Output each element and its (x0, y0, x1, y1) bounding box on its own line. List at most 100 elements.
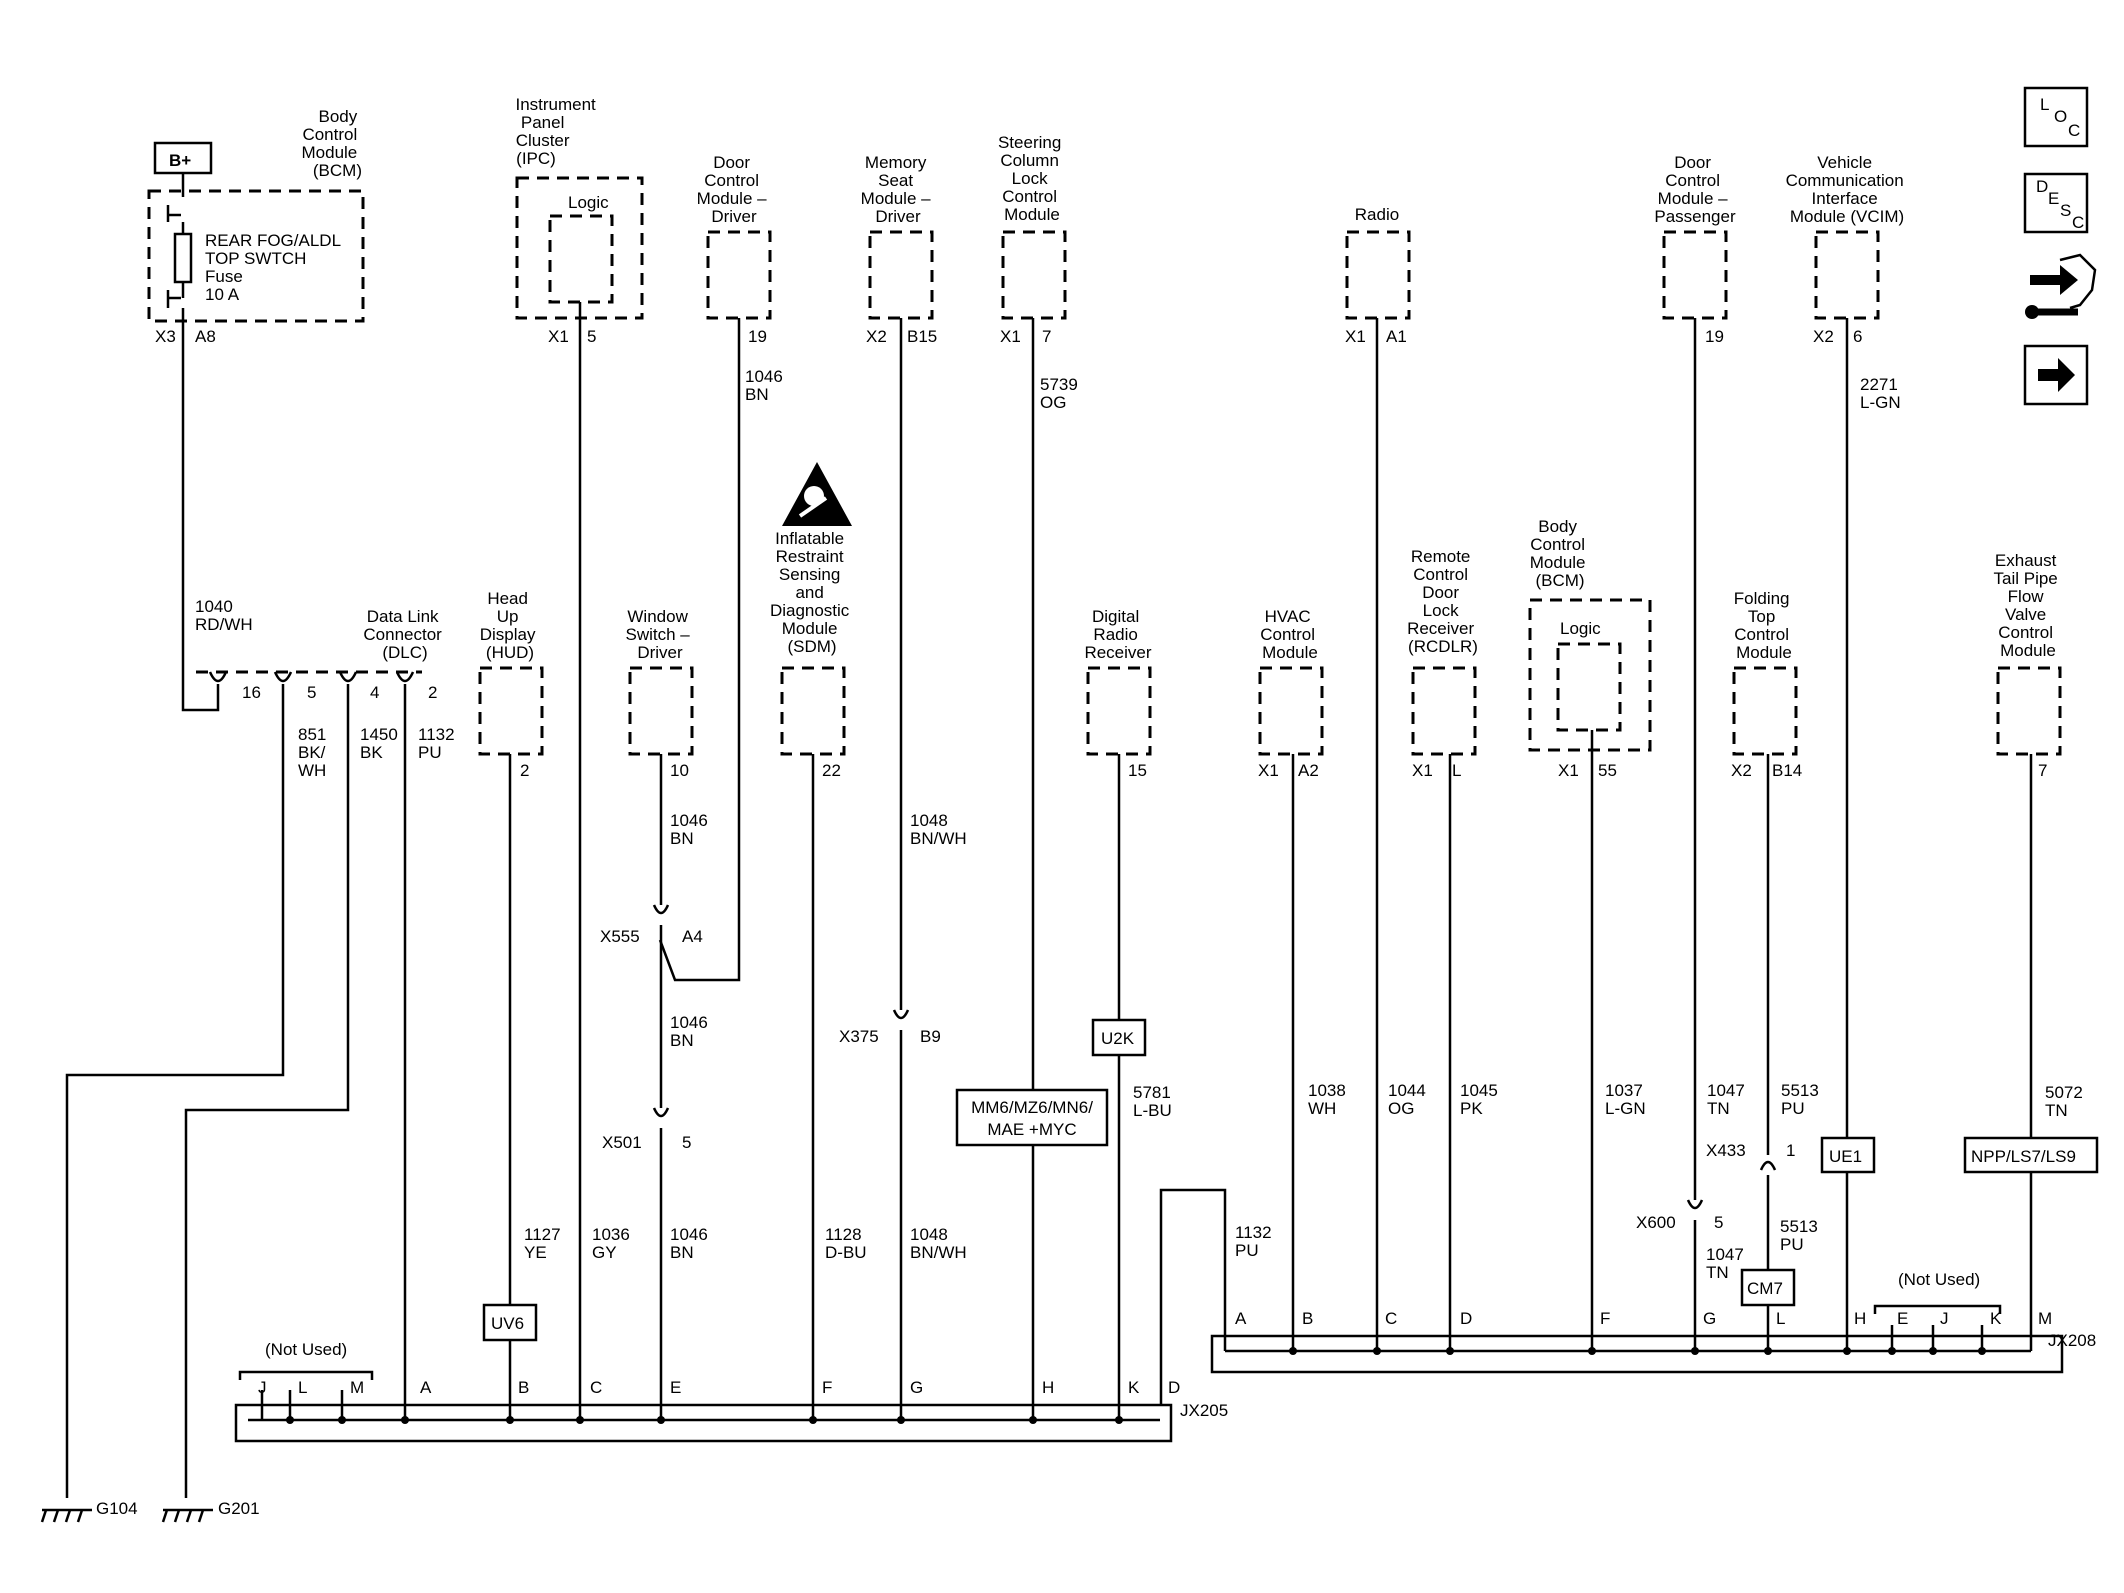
module-dcm-passenger: Door Control Module – Passenger 19 (1654, 153, 1736, 346)
svg-text:L: L (298, 1378, 307, 1397)
tools-icon[interactable] (2025, 253, 2097, 319)
logic-label: Logic (568, 193, 609, 212)
pin-label: 4 (370, 683, 379, 702)
not-used-label: (Not Used) (1898, 1270, 1980, 1289)
module-exhaust-valve: Exhaust Tail Pipe Flow Valve Control Mod… (1994, 551, 2063, 780)
module-bcm-fuse: Body Control Module (BCM) B+ REAR FOG/AL… (147, 107, 365, 346)
splice-jx208: JX208 (Not Used) A B C D F G L H E J K M (1210, 1270, 2096, 1374)
module-sclcm: Steering Column Lock Control Module X1 7 (998, 133, 1067, 346)
option-u2k: U2K (1091, 1018, 1147, 1057)
svg-text:M: M (350, 1378, 364, 1397)
module-label: Body Control Module (BCM) (302, 107, 363, 180)
option-npp: NPP/LS7/LS9 (1963, 1136, 2099, 1174)
loc-label-l: L (2040, 95, 2049, 114)
svg-text:NPP/LS7/LS9: NPP/LS7/LS9 (1971, 1147, 2076, 1166)
splice-pins: J L M A B C E F G H K D (258, 1378, 1180, 1397)
loc-button[interactable]: L O C (2023, 86, 2089, 148)
pin-label: X2 (1813, 327, 1834, 346)
svg-text:A4: A4 (682, 927, 703, 946)
svg-text:1: 1 (1786, 1141, 1795, 1160)
pin-label: 6 (1853, 327, 1862, 346)
module-label: Remote Control Door Lock Receiver (RCDLR… (1407, 547, 1479, 656)
module-label: Radio (1355, 205, 1399, 224)
right-arrow-icon (2038, 358, 2075, 392)
module-label: Vehicle Communication Interface Module (… (1786, 153, 1909, 226)
svg-text:F: F (1600, 1309, 1610, 1328)
svg-text:K: K (1990, 1309, 2002, 1328)
not-used-label: (Not Used) (265, 1340, 347, 1359)
module-digital-radio-receiver: Digital Radio Receiver 15 (1084, 607, 1151, 780)
svg-text:X375: X375 (839, 1027, 879, 1046)
module-folding-top: Folding Top Control Module X2 B14 (1731, 589, 1802, 780)
desc-button[interactable]: D E S C (2023, 172, 2089, 234)
pin-label: X1 (548, 327, 569, 346)
airbag-warning-icon (782, 462, 852, 526)
desc-label-s: S (2060, 201, 2071, 220)
module-label: Window Switch – Driver (626, 607, 695, 662)
pin-label: 7 (2038, 761, 2047, 780)
svg-text:B9: B9 (920, 1027, 941, 1046)
desc-label-e: E (2048, 189, 2059, 208)
svg-text:G: G (910, 1378, 923, 1397)
svg-text:MM6/MZ6/MN6/MAE +MYC: MM6/MZ6/MN6/MAE +MYC (971, 1098, 1093, 1139)
svg-text:E: E (670, 1378, 681, 1397)
module-label: Body Control Module (BCM) (1530, 517, 1591, 590)
module-bcm-logic: Body Control Module (BCM) Logic X1 55 (1528, 517, 1652, 780)
pin-label: 15 (1128, 761, 1147, 780)
pin-label: X2 (866, 327, 887, 346)
module-dcm-driver: Door Control Module – Driver 19 (697, 153, 772, 346)
splice-label: JX208 (2048, 1331, 2096, 1350)
bplus-label: B+ (169, 151, 191, 170)
option-ue1: UE1 (1820, 1136, 1876, 1174)
loc-label-c: C (2068, 121, 2080, 140)
pin-label: X1 (1412, 761, 1433, 780)
next-arrow-button[interactable] (2023, 344, 2089, 406)
svg-text:K: K (1128, 1378, 1140, 1397)
pin-label: 5 (587, 327, 596, 346)
module-label: Memory Seat Module – Driver (861, 153, 936, 226)
svg-text:M: M (2038, 1309, 2052, 1328)
svg-text:A: A (1235, 1309, 1247, 1328)
pin-label: B15 (907, 327, 937, 346)
option-mm6: MM6/MZ6/MN6/MAE +MYC (955, 1088, 1109, 1147)
svg-text:G: G (1703, 1309, 1716, 1328)
svg-text:UE1: UE1 (1829, 1147, 1862, 1166)
module-hvac: HVAC Control Module X1 A2 (1258, 607, 1324, 780)
pin-label: L (1452, 761, 1461, 780)
desc-label-c: C (2072, 213, 2084, 232)
svg-text:5: 5 (682, 1133, 691, 1152)
svg-text:J: J (258, 1378, 267, 1397)
svg-text:G201: G201 (218, 1499, 260, 1518)
desc-label-d: D (2036, 177, 2048, 196)
pin-label: X1 (1558, 761, 1579, 780)
pin-label: 55 (1598, 761, 1617, 780)
module-radio: Radio X1 A1 (1345, 205, 1411, 346)
svg-text:G104: G104 (96, 1499, 138, 1518)
pin-label: 19 (1705, 327, 1724, 346)
svg-text:A: A (420, 1378, 432, 1397)
module-label: Exhaust Tail Pipe Flow Valve Control Mod… (1994, 551, 2063, 660)
module-dlc: Data Link Connector (DLC) 16 5 4 2 (196, 607, 442, 702)
svg-text:UV6: UV6 (491, 1314, 524, 1333)
pin-label: X1 (1258, 761, 1279, 780)
svg-text:C: C (590, 1378, 602, 1397)
